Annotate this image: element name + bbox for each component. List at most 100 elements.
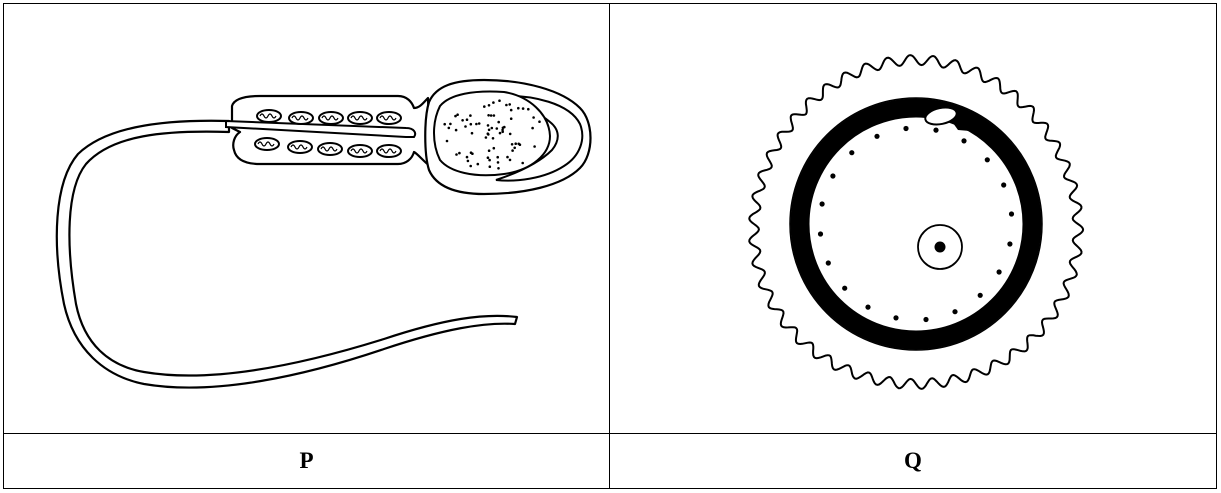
sperm-stipple: [505, 103, 508, 107]
sperm-stipple: [538, 120, 541, 123]
sperm-acrosome: [495, 94, 584, 182]
ovum-granule: [903, 125, 909, 132]
ovum-granule: [1008, 211, 1015, 217]
ovum-granule: [977, 292, 983, 298]
ovum-granule: [952, 309, 958, 315]
sperm-stipple: [487, 128, 491, 132]
sperm-stipple: [527, 107, 530, 111]
sperm-stipple: [498, 131, 502, 135]
sperm-stipple: [521, 161, 524, 165]
sperm-stipple: [511, 149, 514, 152]
sperm-stipple: [469, 114, 472, 117]
sperm-stipple: [498, 99, 501, 102]
sperm-stipple: [477, 122, 481, 125]
ovum-cell-panel: [610, 4, 1216, 434]
sperm-stipple: [492, 114, 496, 117]
sperm-stipple: [513, 146, 516, 150]
ovum-granule: [865, 304, 871, 310]
sperm-stipple: [506, 155, 509, 159]
ovum-granule: [825, 260, 831, 266]
sperm-stipple: [508, 158, 512, 162]
sperm-label: P: [4, 434, 610, 488]
sperm-stipple: [486, 132, 490, 135]
sperm-stipple: [521, 107, 525, 110]
sperm-cell-panel: [4, 4, 610, 434]
sperm-stipple: [508, 132, 512, 136]
ovum-granule: [933, 127, 939, 133]
sperm-stipple: [465, 118, 469, 121]
sperm-stipple: [458, 151, 461, 155]
sperm-stipple: [531, 126, 534, 130]
sperm-stipple: [488, 165, 492, 168]
ovum-granule: [817, 231, 824, 237]
sperm-stipple: [484, 136, 488, 139]
sperm-stipple: [532, 116, 535, 119]
sperm-cell-icon: [55, 78, 592, 389]
sperm-stipple: [491, 137, 495, 140]
sperm-stipple: [486, 124, 490, 127]
sperm-nucleus: [433, 90, 552, 177]
ovum-cortical-granules: [817, 125, 1015, 323]
sperm-stipple: [492, 146, 496, 150]
sperm-stipple: [510, 143, 514, 146]
sperm-stipple: [497, 167, 500, 170]
sperm-stipple: [514, 142, 517, 145]
sperm-stipple: [492, 101, 495, 104]
sperm-stipple: [465, 155, 469, 159]
ovum-granule: [1001, 182, 1007, 188]
sperm-stipple: [443, 122, 447, 126]
sperm-stipple: [509, 117, 513, 120]
ovum-granule: [923, 316, 929, 323]
ovum-label: Q: [904, 448, 922, 473]
ovum-granule: [830, 173, 836, 179]
sperm-stipple: [497, 120, 501, 124]
sperm-stipple: [496, 155, 500, 159]
sperm-stipple: [469, 122, 473, 126]
sperm-stipple: [490, 126, 494, 130]
sperm-stipple: [483, 105, 486, 108]
ovum-polar-body: [924, 106, 958, 126]
sperm-stipple: [469, 151, 473, 154]
ovum-granule: [842, 285, 848, 291]
sperm-stipple: [476, 162, 480, 166]
sperm-stipple: [487, 114, 490, 117]
sperm-stipple: [445, 139, 449, 143]
sperm-stipple: [449, 122, 452, 126]
ovum-granule: [996, 269, 1002, 275]
sperm-stipple: [533, 145, 536, 148]
sperm-stipple: [469, 164, 473, 168]
sperm-stipple: [466, 159, 470, 163]
ovum-granule: [961, 138, 967, 144]
sperm-stipple: [456, 113, 459, 116]
sperm-stipple: [495, 127, 499, 130]
sperm-axial-filament: [225, 119, 417, 138]
sperm-stipple: [470, 131, 474, 135]
sperm-stipple: [461, 119, 464, 122]
sperm-mitochondria: [254, 109, 402, 158]
ovum-nucleolus: [934, 241, 946, 253]
figure-table: P Q: [3, 3, 1217, 489]
sperm-tail: [55, 119, 519, 389]
sperm-stipple: [509, 108, 513, 112]
sperm-stipple: [517, 142, 520, 146]
ovum-cell-icon: [748, 54, 1085, 390]
sperm-stipple: [487, 149, 491, 152]
sperm-stipple: [496, 161, 500, 164]
ovum-granule: [819, 201, 825, 207]
sperm-stipple: [501, 128, 504, 132]
sperm-stipple: [488, 158, 491, 162]
sperm-nucleus-dots: [443, 99, 541, 170]
sperm-stipple: [508, 103, 512, 106]
ovum-granule: [984, 157, 990, 163]
sperm-stipple: [489, 114, 493, 117]
sperm-stipple: [487, 104, 491, 107]
sperm-stipple: [447, 126, 451, 130]
ovum-granule: [1007, 241, 1013, 247]
sperm-stipple: [501, 130, 505, 134]
sperm-stipple: [486, 156, 490, 159]
sperm-stipple: [455, 153, 458, 156]
ovum-granule: [874, 133, 880, 139]
sperm-stipple: [517, 106, 520, 110]
sperm-stipple: [454, 128, 458, 132]
